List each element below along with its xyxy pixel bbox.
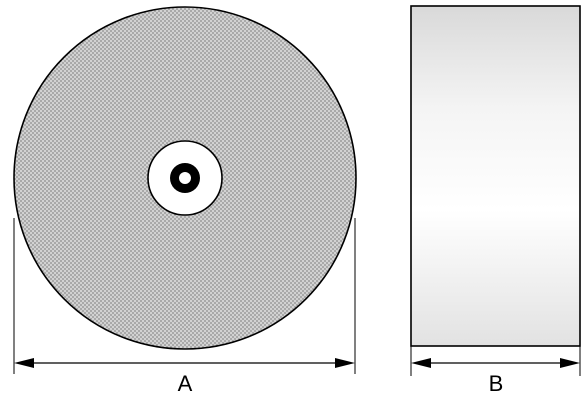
arrow-right-icon [560,358,580,368]
arrow-right-icon [335,358,355,368]
dimension-label-b: B [489,371,504,396]
arrow-left-icon [411,358,431,368]
side-view [410,5,581,347]
front-view [13,6,357,350]
axle-bore-inner [179,172,191,184]
dimension-a: A [13,218,356,396]
arrow-left-icon [14,358,34,368]
dimension-b: B [410,346,581,396]
wheel-side-profile [410,5,581,347]
dimension-label-a: A [178,371,193,396]
